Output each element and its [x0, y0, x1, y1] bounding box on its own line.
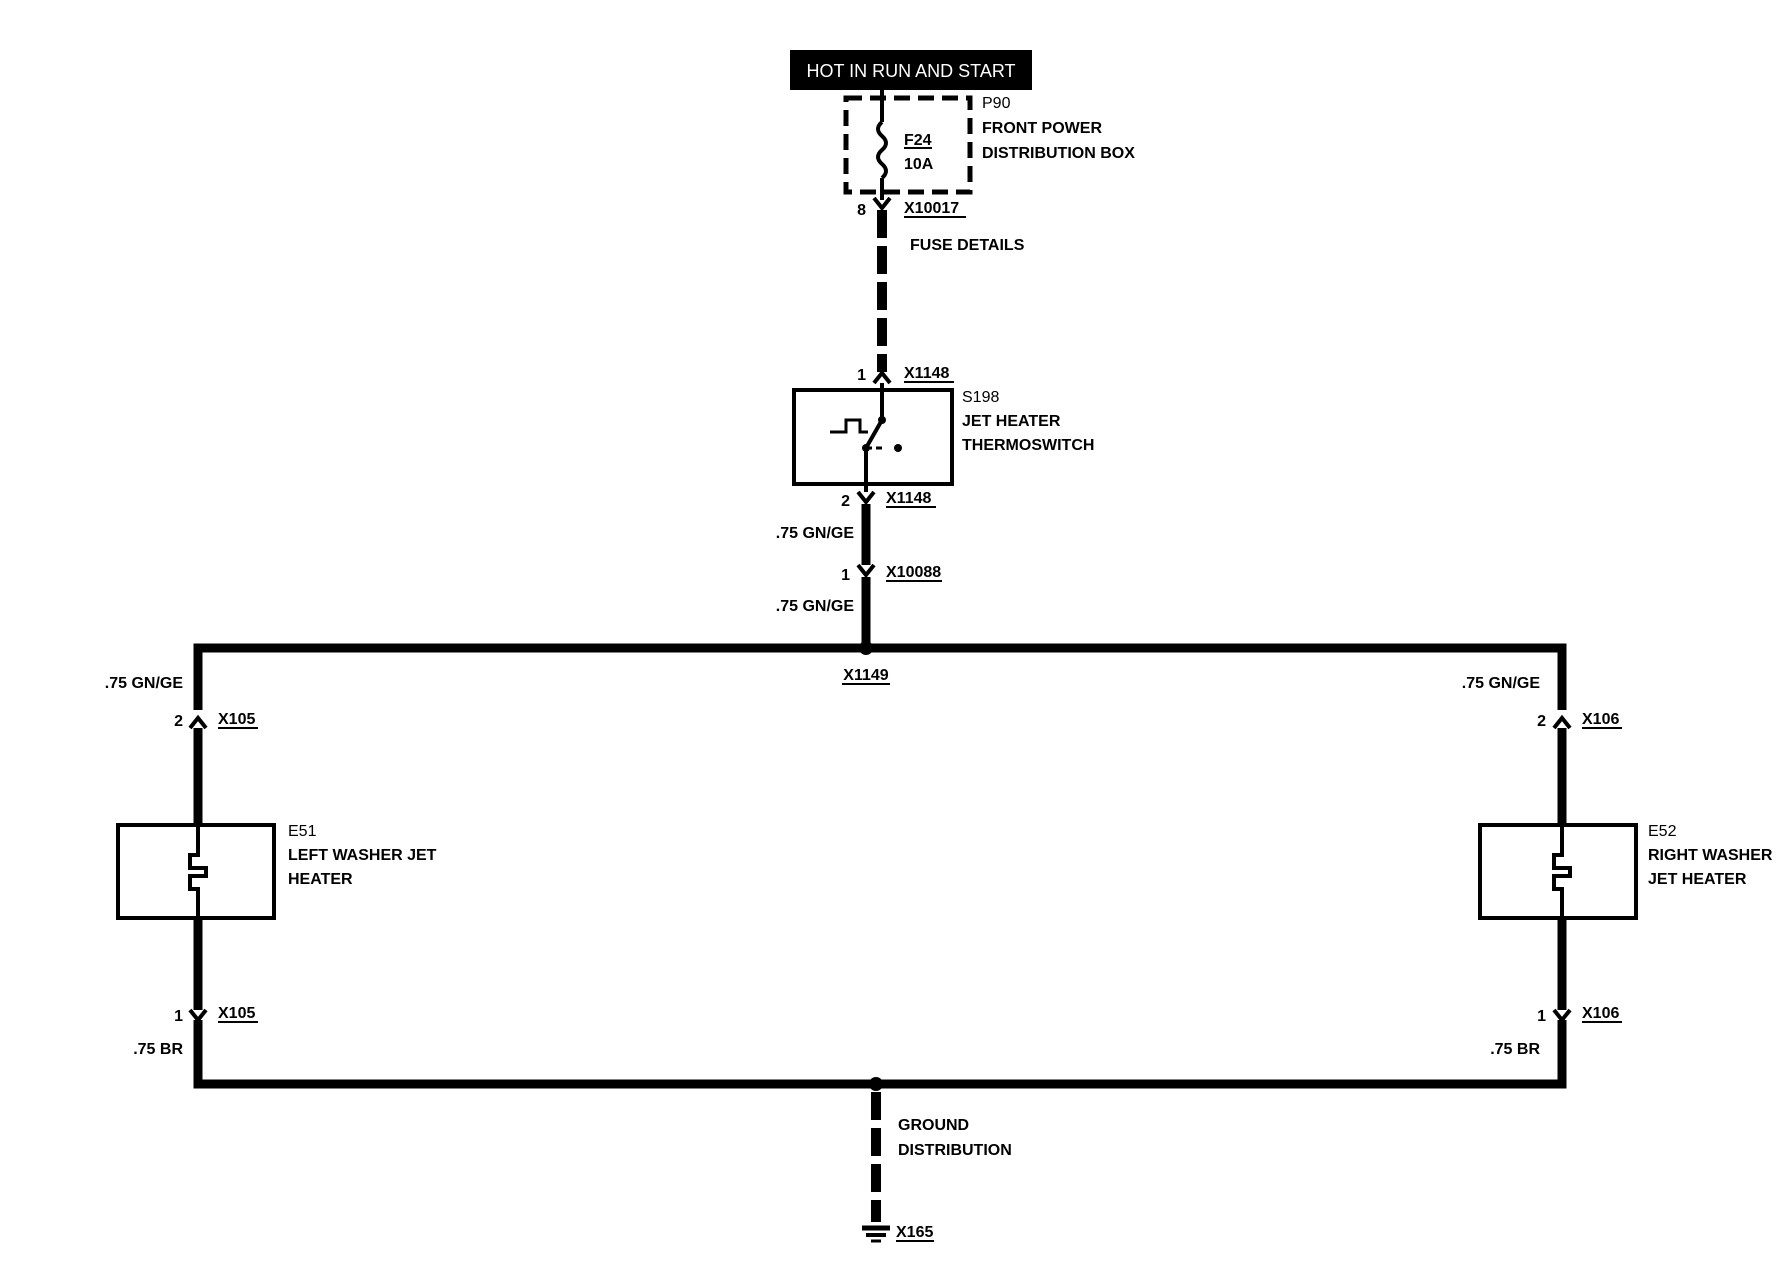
- connector-x1148-bottom-pin: 2: [841, 493, 850, 510]
- connector-x105-bottom-id: X105: [218, 1005, 255, 1022]
- connector-x106-bottom-pin: 1: [1537, 1008, 1546, 1025]
- left-heater-name-2: HEATER: [288, 871, 353, 888]
- switch-name-2: THERMOSWITCH: [962, 437, 1094, 454]
- wire-switch-out-label: .75 GN/GE: [776, 525, 855, 542]
- thermal-element-icon: [830, 418, 868, 434]
- fuse-box-name-2: DISTRIBUTION BOX: [982, 145, 1135, 162]
- thermoswitch-box: [792, 388, 954, 486]
- connector-x10088-pin: 1: [841, 567, 850, 584]
- connector-x1148-top-pin: 1: [857, 367, 866, 384]
- connector-x10088-symbol: [856, 563, 876, 579]
- connector-x10017-pin: 8: [857, 202, 866, 219]
- connector-x106-top-pin: 2: [1537, 713, 1546, 730]
- connector-x10017-id: X10017: [904, 200, 959, 217]
- connector-x105-bottom-pin: 1: [174, 1008, 183, 1025]
- left-heater-name-1: LEFT WASHER JET: [288, 847, 437, 864]
- connector-x10017-symbol: [872, 196, 892, 212]
- connector-x1148-top-symbol: [872, 369, 892, 385]
- fuse-symbol: [876, 120, 888, 180]
- fuse-box-name-1: FRONT POWER: [982, 120, 1102, 137]
- ground-splice-dot: [869, 1077, 883, 1091]
- switch-id: S198: [962, 389, 999, 406]
- fuse-box-id: P90: [982, 95, 1011, 112]
- ground-note-2: DISTRIBUTION: [898, 1142, 1012, 1159]
- power-source-label: HOT IN RUN AND START: [806, 61, 1015, 81]
- connector-x105-top-pin: 2: [174, 713, 183, 730]
- wire-left-ground-label: .75 BR: [133, 1041, 183, 1058]
- connector-x10088-id: X10088: [886, 564, 941, 581]
- connector-x105-top-symbol: [188, 714, 208, 730]
- right-heater-id: E52: [1648, 823, 1677, 840]
- connector-x105-top-id: X105: [218, 711, 255, 728]
- right-heater-element-icon: [1552, 825, 1572, 918]
- connector-x106-top-id: X106: [1582, 711, 1619, 728]
- wire-right-ground-label: .75 BR: [1490, 1041, 1540, 1058]
- right-heater-box: [1478, 823, 1638, 920]
- splice-x1149-dot: [859, 641, 873, 655]
- wire-to-splice-label: .75 GN/GE: [776, 598, 855, 615]
- switch-name-1: JET HEATER: [962, 413, 1061, 430]
- power-source-label-box: [790, 50, 1032, 90]
- ground-note-1: GROUND: [898, 1117, 969, 1134]
- right-heater-name-1: RIGHT WASHER: [1648, 847, 1773, 864]
- fuse-rating: 10A: [904, 156, 934, 173]
- right-heater-name-2: JET HEATER: [1648, 871, 1747, 888]
- connector-x106-top-symbol: [1552, 714, 1572, 730]
- wire-left-feed-label: .75 GN/GE: [105, 675, 184, 692]
- connector-x105-bottom-symbol: [188, 1008, 208, 1024]
- wire-right-feed-label: .75 GN/GE: [1462, 675, 1541, 692]
- fuse-details-note: FUSE DETAILS: [910, 237, 1025, 254]
- ground-icon: [862, 1225, 890, 1243]
- top-bus-wire: [193, 643, 1567, 710]
- switch-contact-alt: [894, 444, 902, 452]
- fuse-box-outline: [843, 95, 973, 195]
- left-heater-element-icon: [188, 825, 208, 918]
- ground-x165-id: X165: [896, 1224, 933, 1241]
- bottom-ground-bus-wire: [193, 1020, 1567, 1089]
- connector-x106-bottom-id: X106: [1582, 1005, 1619, 1022]
- splice-x1149-id: X1149: [843, 667, 888, 684]
- fuse-id: F24: [904, 132, 932, 149]
- left-heater-id: E51: [288, 823, 317, 840]
- connector-x1148-top-id: X1148: [904, 365, 949, 382]
- connector-x1148-bottom-symbol: [856, 490, 876, 506]
- connector-x106-bottom-symbol: [1552, 1008, 1572, 1024]
- connector-x1148-bottom-id: X1148: [886, 490, 931, 507]
- switch-blade: [864, 419, 884, 449]
